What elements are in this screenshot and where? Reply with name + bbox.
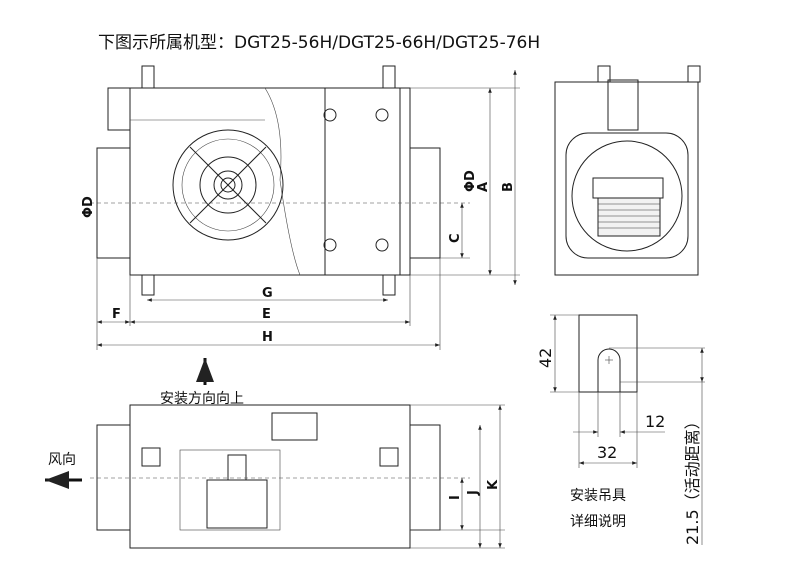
hanger-caption-1: 安装吊具 bbox=[570, 488, 626, 504]
hanger-caption-2: 详细说明 bbox=[570, 514, 626, 530]
page-title: 下图示所属机型：DGT25-56H/DGT25-66H/DGT25-76H bbox=[98, 33, 540, 53]
hanger-plate bbox=[578, 314, 638, 393]
blower-grille bbox=[597, 197, 661, 237]
bolt-icon bbox=[323, 108, 337, 122]
bolt-icon bbox=[375, 108, 389, 122]
bottom-view: I J K 风向 bbox=[45, 404, 505, 549]
electrical-box bbox=[107, 87, 131, 131]
unit-body bbox=[129, 404, 411, 549]
inlet-duct bbox=[96, 424, 131, 531]
dim-E: E bbox=[262, 307, 271, 322]
unit-body bbox=[129, 87, 411, 276]
unit-side bbox=[554, 81, 699, 276]
hanger-bracket bbox=[141, 274, 155, 296]
bolt-icon bbox=[323, 238, 337, 252]
dim-H: H bbox=[262, 330, 273, 345]
airflow-label: 风向 bbox=[48, 452, 76, 468]
bolt-icon bbox=[375, 238, 389, 252]
dim-travel: 21.5（活动距离） bbox=[683, 413, 702, 545]
dim-32: 32 bbox=[597, 443, 617, 462]
dim-B: B bbox=[501, 182, 516, 192]
hanger-bracket bbox=[141, 65, 155, 89]
hanger-bracket bbox=[687, 65, 701, 83]
dim-12: 12 bbox=[645, 412, 665, 431]
hanger-bracket bbox=[597, 65, 611, 83]
fan-housing bbox=[172, 129, 284, 241]
hanger-bracket bbox=[382, 65, 396, 89]
dim-C: C bbox=[448, 233, 463, 243]
motor bbox=[199, 156, 257, 214]
hanger-detail: 42 21.5（活动距离） 12 32 安装吊具 详细说明 bbox=[536, 314, 705, 545]
outlet-duct bbox=[409, 424, 441, 531]
dim-G: G bbox=[262, 286, 273, 301]
bolt-plate bbox=[141, 447, 161, 467]
dim-F: F bbox=[112, 307, 121, 322]
motor-housing bbox=[206, 479, 268, 529]
dim-D-left: ΦD bbox=[81, 196, 96, 218]
bolt-plate bbox=[379, 447, 399, 467]
side-view bbox=[554, 65, 701, 276]
dim-K: K bbox=[486, 479, 501, 490]
install-direction-note: 安装方向向上 bbox=[160, 391, 244, 407]
hanger-bracket bbox=[382, 274, 396, 296]
dim-D-right: ΦD bbox=[463, 170, 478, 192]
dim-A: A bbox=[476, 182, 491, 192]
dim-J: J bbox=[466, 490, 481, 496]
dim-I: I bbox=[448, 495, 463, 500]
top-view: G E F H A B C ΦD ΦD 安装方向向上 bbox=[81, 65, 520, 407]
outlet-flange bbox=[565, 132, 689, 259]
dim-42: 42 bbox=[536, 348, 555, 368]
